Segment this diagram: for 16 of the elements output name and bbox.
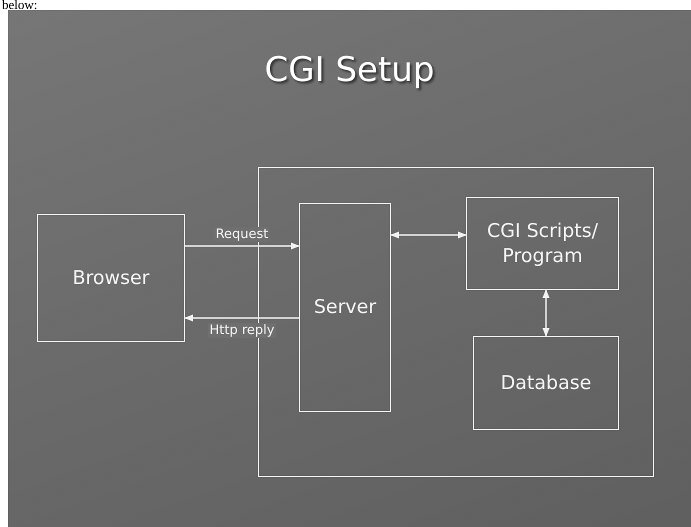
database-box	[473, 336, 619, 430]
client-box	[37, 214, 185, 342]
node-label: Browser	[72, 266, 150, 290]
arrow	[542, 289, 550, 337]
arrow	[185, 242, 300, 250]
arrow	[390, 231, 467, 239]
server-box	[299, 203, 391, 412]
slide-title: CGI Setup	[264, 50, 434, 90]
node-label: Server	[314, 295, 376, 320]
edge-label: Request	[214, 227, 270, 242]
arrow	[184, 314, 299, 322]
edge-label: Http reply	[208, 323, 276, 338]
node-label: CGI Scripts/ Program	[486, 218, 600, 268]
node-label: Database	[500, 370, 592, 396]
script-box	[466, 197, 619, 290]
note-text: below:	[2, 0, 38, 12]
